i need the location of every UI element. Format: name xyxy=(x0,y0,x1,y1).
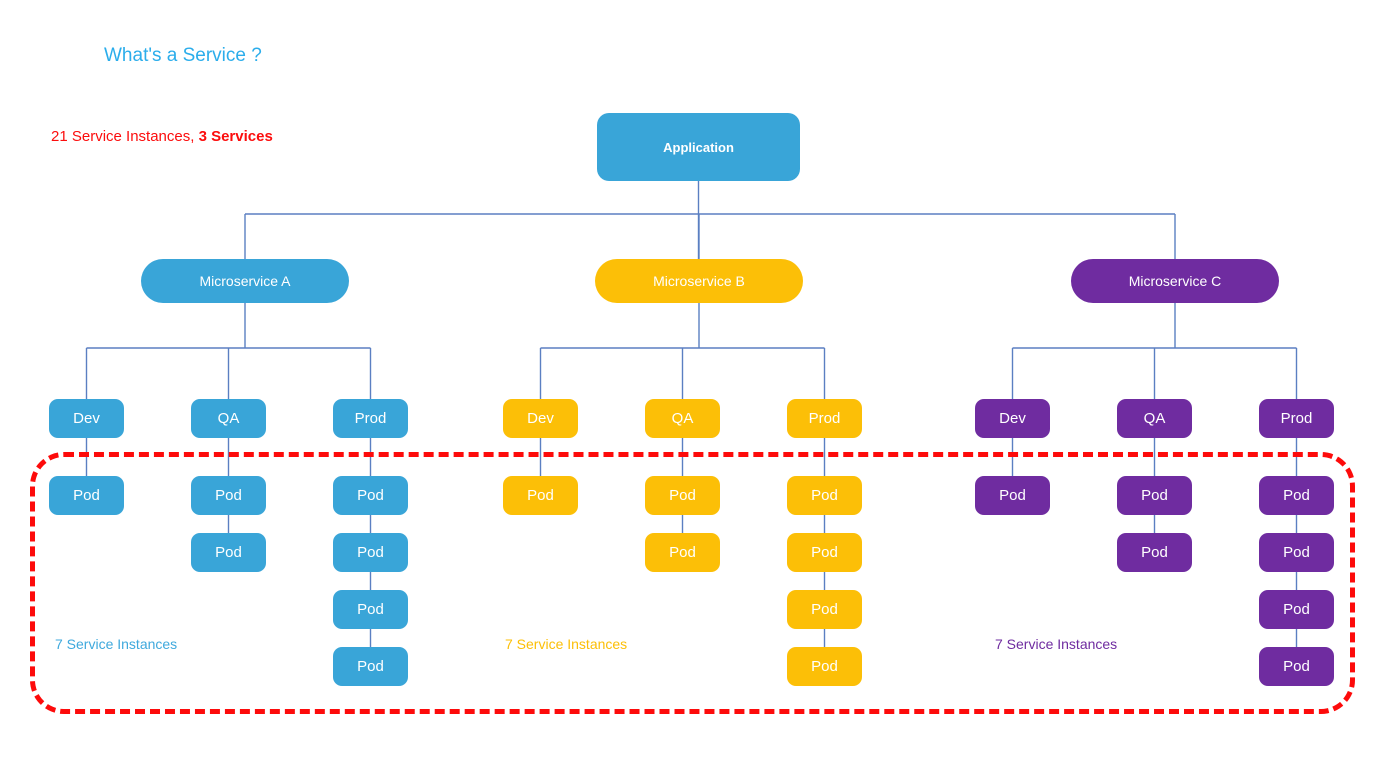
pod-node-c-2-1-label: Pod xyxy=(1283,544,1310,561)
application-node-label: Application xyxy=(663,139,734,155)
environment-node-c-prod[interactable]: Prod xyxy=(1259,399,1334,438)
pod-node-b-2-3-label: Pod xyxy=(811,658,838,675)
environment-node-a-dev[interactable]: Dev xyxy=(49,399,124,438)
environment-node-c-prod-label: Prod xyxy=(1280,410,1313,427)
environment-node-b-prod-label: Prod xyxy=(808,410,841,427)
pod-node-c-1-1[interactable]: Pod xyxy=(1117,533,1192,572)
pod-node-a-0-0[interactable]: Pod xyxy=(49,476,124,515)
environment-node-a-prod[interactable]: Prod xyxy=(333,399,408,438)
environment-node-a-qa[interactable]: QA xyxy=(191,399,266,438)
microservice-node-c[interactable]: Microservice C xyxy=(1071,259,1279,303)
environment-node-b-qa-label: QA xyxy=(671,410,694,427)
pod-node-a-1-0[interactable]: Pod xyxy=(191,476,266,515)
application-node[interactable]: Application xyxy=(597,113,800,181)
pod-node-c-2-3-label: Pod xyxy=(1283,658,1310,675)
environment-node-a-prod-label: Prod xyxy=(354,410,387,427)
pod-node-b-0-0[interactable]: Pod xyxy=(503,476,578,515)
microservice-node-c-label: Microservice C xyxy=(1128,273,1222,289)
pod-node-b-2-2[interactable]: Pod xyxy=(787,590,862,629)
pod-node-c-2-0[interactable]: Pod xyxy=(1259,476,1334,515)
environment-node-b-qa[interactable]: QA xyxy=(645,399,720,438)
microservice-node-a[interactable]: Microservice A xyxy=(141,259,349,303)
pod-node-a-2-2-label: Pod xyxy=(357,601,384,618)
totals-annotation-bold: 3 Services xyxy=(198,128,273,145)
pod-node-c-1-0-label: Pod xyxy=(1141,487,1168,504)
environment-node-b-prod[interactable]: Prod xyxy=(787,399,862,438)
pod-node-b-2-1[interactable]: Pod xyxy=(787,533,862,572)
pod-node-a-0-0-label: Pod xyxy=(73,487,100,504)
pod-node-b-1-1-label: Pod xyxy=(669,544,696,561)
microservice-node-b[interactable]: Microservice B xyxy=(595,259,803,303)
pod-node-c-2-2-label: Pod xyxy=(1283,601,1310,618)
environment-node-a-qa-label: QA xyxy=(217,410,240,427)
pod-node-c-0-0[interactable]: Pod xyxy=(975,476,1050,515)
pod-node-b-0-0-label: Pod xyxy=(527,487,554,504)
microservice-node-b-label: Microservice B xyxy=(653,273,745,289)
pod-node-c-2-0-label: Pod xyxy=(1283,487,1310,504)
pod-node-c-2-3[interactable]: Pod xyxy=(1259,647,1334,686)
pod-node-c-1-0[interactable]: Pod xyxy=(1117,476,1192,515)
environment-node-c-dev-label: Dev xyxy=(999,410,1026,427)
environment-node-c-dev[interactable]: Dev xyxy=(975,399,1050,438)
instances-label-b: 7 Service Instances xyxy=(505,636,628,652)
pod-node-c-2-1[interactable]: Pod xyxy=(1259,533,1334,572)
pod-node-a-1-1-label: Pod xyxy=(215,544,242,561)
page-title: What's a Service ? xyxy=(104,45,262,66)
pod-node-b-2-0[interactable]: Pod xyxy=(787,476,862,515)
pod-node-a-2-1[interactable]: Pod xyxy=(333,533,408,572)
pod-node-a-2-2[interactable]: Pod xyxy=(333,590,408,629)
pod-node-b-1-0-label: Pod xyxy=(669,487,696,504)
pod-node-a-2-3[interactable]: Pod xyxy=(333,647,408,686)
pod-node-c-0-0-label: Pod xyxy=(999,487,1026,504)
pod-node-a-1-0-label: Pod xyxy=(215,487,242,504)
pod-node-a-2-3-label: Pod xyxy=(357,658,384,675)
pod-node-b-1-1[interactable]: Pod xyxy=(645,533,720,572)
environment-node-c-qa[interactable]: QA xyxy=(1117,399,1192,438)
instances-label-a: 7 Service Instances xyxy=(55,636,178,652)
pod-node-b-1-0[interactable]: Pod xyxy=(645,476,720,515)
pod-node-a-2-0-label: Pod xyxy=(357,487,384,504)
pod-node-b-2-3[interactable]: Pod xyxy=(787,647,862,686)
microservice-node-a-label: Microservice A xyxy=(199,273,291,289)
instances-label-c: 7 Service Instances xyxy=(995,636,1118,652)
environment-node-b-dev[interactable]: Dev xyxy=(503,399,578,438)
pod-node-b-2-2-label: Pod xyxy=(811,601,838,618)
totals-annotation: 21 Service Instances, 3 Services xyxy=(51,128,273,145)
environment-node-c-qa-label: QA xyxy=(1143,410,1166,427)
environment-node-a-dev-label: Dev xyxy=(73,410,100,427)
pod-node-b-2-1-label: Pod xyxy=(811,544,838,561)
pod-node-b-2-0-label: Pod xyxy=(811,487,838,504)
totals-annotation-prefix: 21 Service Instances, xyxy=(51,128,199,145)
pod-node-a-1-1[interactable]: Pod xyxy=(191,533,266,572)
pod-node-c-2-2[interactable]: Pod xyxy=(1259,590,1334,629)
pod-node-a-2-1-label: Pod xyxy=(357,544,384,561)
pod-node-a-2-0[interactable]: Pod xyxy=(333,476,408,515)
pod-node-c-1-1-label: Pod xyxy=(1141,544,1168,561)
environment-node-b-dev-label: Dev xyxy=(527,410,554,427)
